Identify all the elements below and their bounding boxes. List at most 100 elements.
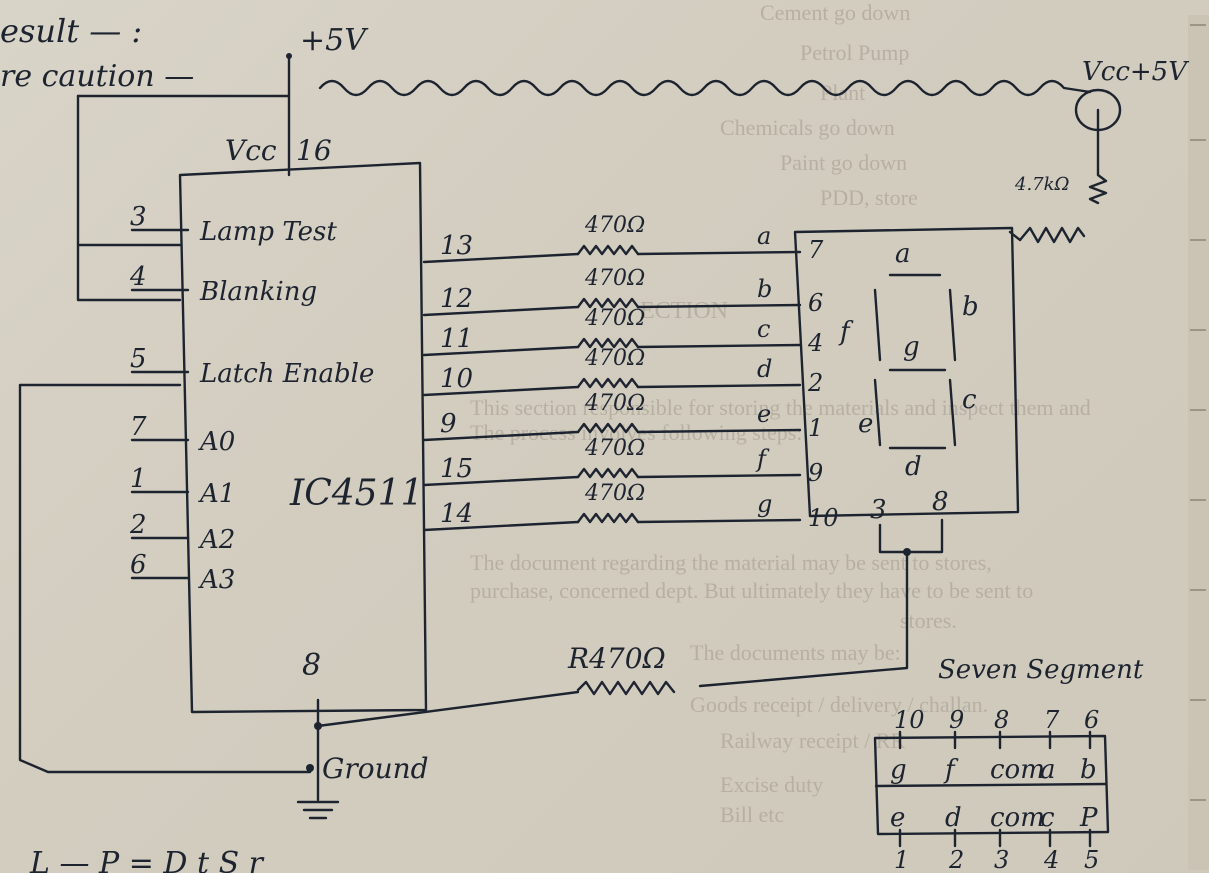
left-pin-label: A3 xyxy=(198,565,235,595)
resistor-label: 470Ω xyxy=(584,481,645,506)
left-pin-number: 4 xyxy=(129,262,147,292)
legend-top-pin: 10 xyxy=(894,706,925,734)
segment-resistor xyxy=(576,422,640,434)
output-wire xyxy=(636,518,802,524)
bleed-line: purchase, concerned dept. But ultimately… xyxy=(470,578,1033,603)
legend-bottom-pin: 3 xyxy=(994,846,1009,873)
segment-name: g xyxy=(757,490,772,518)
segment-name: d xyxy=(757,355,772,383)
legend-title: Seven Segment xyxy=(938,655,1144,685)
left-pin-number: 5 xyxy=(130,344,147,374)
bleed-line: The documents may be: xyxy=(690,640,901,665)
legend-top-pin: 6 xyxy=(1084,706,1099,734)
left-pin-label: A1 xyxy=(198,479,235,509)
legend-top-pin: 8 xyxy=(994,706,1009,734)
resistor-label: 470Ω xyxy=(584,306,645,331)
plus5v-label: +5V xyxy=(300,23,369,58)
segment-name: b xyxy=(757,275,772,303)
resistor-label: 470Ω xyxy=(584,346,645,371)
display-pin-number: 6 xyxy=(808,289,823,317)
ic-output-pin-number: 13 xyxy=(440,231,473,261)
legend-top-label: g xyxy=(890,755,907,785)
bleed-line: Chemicals go down xyxy=(720,115,895,140)
bleed-line: This section responsible for storing the… xyxy=(470,395,1091,420)
output-wire xyxy=(422,305,580,317)
left-pin-label: Lamp Test xyxy=(199,217,337,247)
display-pin-number: 1 xyxy=(808,414,823,442)
seven-segment-display: a b f g c e d 3 8 xyxy=(793,226,1020,556)
left-pin-label: Blanking xyxy=(199,277,317,307)
output-wire xyxy=(422,385,580,397)
left-pin-number: 6 xyxy=(130,550,147,580)
ic-output-pin-number: 12 xyxy=(440,284,473,314)
ic-output-pin-number: 10 xyxy=(440,364,473,394)
bleed-line: Bill etc xyxy=(720,802,784,827)
ground-label: Ground xyxy=(322,752,429,785)
output-wire xyxy=(422,430,580,442)
seg-c: c xyxy=(962,385,977,415)
segment-resistor xyxy=(576,467,640,479)
left-pin-label: A0 xyxy=(198,427,235,457)
legend-bottom-pin: 2 xyxy=(948,846,964,873)
output-wire xyxy=(422,520,580,532)
output-wire xyxy=(636,303,802,309)
ic-gnd-pin: 8 xyxy=(302,648,321,683)
left-pin-number: 1 xyxy=(130,464,147,494)
ground-network: R470Ω Ground xyxy=(296,550,909,820)
binder-edge xyxy=(1188,15,1209,870)
left-pin-number: 2 xyxy=(129,510,147,540)
bleed-line: stores. xyxy=(900,608,957,633)
resistor-label: 470Ω xyxy=(584,436,645,461)
legend-bottom-label: c xyxy=(1040,803,1055,833)
display-pin-number: 4 xyxy=(807,329,823,357)
segment-resistor xyxy=(576,377,640,389)
ic-output-pin-number: 9 xyxy=(440,409,457,439)
resistor-label: 470Ω xyxy=(584,391,645,416)
seg-d: d xyxy=(905,452,922,482)
latch-loop-wire xyxy=(18,383,312,774)
vcc-right-label: Vcc+5V xyxy=(1082,57,1189,87)
legend-top-pin: 9 xyxy=(949,706,964,734)
left-pin-number: 7 xyxy=(130,412,147,442)
ic-output-pin-number: 15 xyxy=(440,454,473,484)
legend-top-pin: 7 xyxy=(1044,706,1060,734)
common-pin-8: 8 xyxy=(932,487,949,517)
legend-bottom-label: d xyxy=(945,803,962,833)
bleed-line: Cement go down xyxy=(760,0,910,25)
output-wire xyxy=(636,343,802,349)
segment-resistor xyxy=(576,244,640,256)
bleed-through-text: Cement go down Petrol Pump Chemicals go … xyxy=(470,0,1091,827)
bleed-line: Petrol Pump xyxy=(800,40,909,65)
output-wire xyxy=(422,252,580,264)
ic-4511: Vcc 16 IC4511 8 xyxy=(178,134,428,714)
note-result: esult — : xyxy=(0,12,142,50)
legend-bottom-pin: 1 xyxy=(894,846,909,873)
legend-bottom-pin: 5 xyxy=(1084,846,1099,873)
bleed-line: PDD, store xyxy=(820,185,918,210)
bleed-line: Excise duty xyxy=(720,772,823,797)
resistor-label: 470Ω xyxy=(584,266,645,291)
resistor-label: 470Ω xyxy=(584,213,645,238)
legend-bottom-label: P xyxy=(1079,803,1098,833)
bleed-line: ECTION xyxy=(640,298,728,324)
segment-name: e xyxy=(757,400,771,428)
segment-resistor xyxy=(576,297,640,309)
left-pin-number: 3 xyxy=(130,202,147,232)
output-wire xyxy=(636,428,802,434)
segment-name: f xyxy=(755,445,770,473)
seg-f: f xyxy=(838,317,854,347)
bleed-line: Goods receipt / delivery / challan. xyxy=(690,692,988,717)
seg-a: a xyxy=(895,239,911,269)
segment-name: c xyxy=(757,315,770,343)
vcc-pin-number: 16 xyxy=(296,134,332,167)
output-wire xyxy=(636,383,802,389)
display-pin-number: 9 xyxy=(808,459,823,487)
legend-bottom-label: com xyxy=(990,803,1045,833)
display-pin-number: 7 xyxy=(808,236,824,264)
segment-resistor xyxy=(576,337,640,349)
output-wire xyxy=(422,475,580,487)
